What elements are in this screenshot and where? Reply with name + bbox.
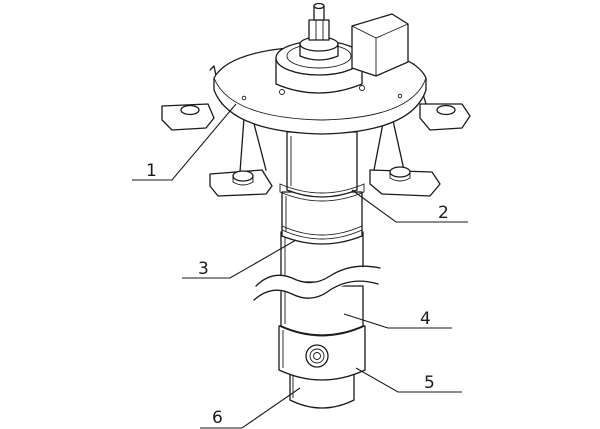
sensor-box bbox=[351, 13, 409, 77]
sleeve-part-3 bbox=[281, 191, 363, 245]
bracket-legs bbox=[161, 63, 471, 197]
callout-1: 1 bbox=[146, 161, 157, 181]
callout-4: 4 bbox=[420, 309, 431, 329]
callout-2: 2 bbox=[438, 203, 449, 223]
callout-leaders bbox=[132, 103, 468, 429]
lower-tube-assembly bbox=[253, 231, 381, 409]
column-part-2 bbox=[279, 131, 365, 202]
callout-5: 5 bbox=[424, 373, 435, 393]
callout-3: 3 bbox=[198, 259, 209, 279]
callout-numbers: 1 2 3 4 5 6 bbox=[146, 161, 449, 428]
callout-6: 6 bbox=[212, 408, 223, 428]
top-hub bbox=[275, 2, 363, 94]
